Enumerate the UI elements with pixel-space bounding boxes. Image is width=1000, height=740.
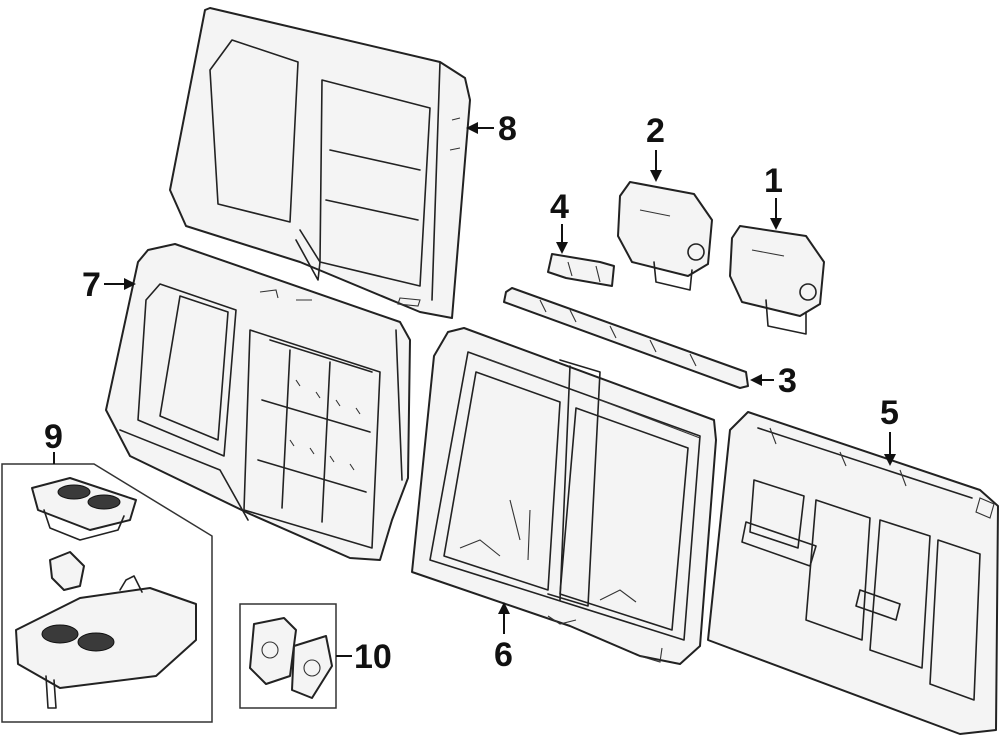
callout-9: 9 — [44, 418, 63, 464]
seat-back-frame — [105, 243, 411, 561]
callout-6-label: 6 — [494, 636, 513, 674]
cupholder-group — [1, 463, 213, 723]
callout-10: 10 — [336, 638, 392, 676]
callout-2: 2 — [646, 112, 665, 182]
headrest-center — [617, 181, 713, 291]
callout-9-label: 9 — [44, 418, 63, 456]
headrest-bracket — [503, 287, 749, 389]
callout-3-label: 3 — [778, 362, 797, 400]
seat-back-cover — [169, 7, 471, 319]
callout-8: 8 — [466, 110, 517, 148]
seat-back-metal-frame — [411, 327, 717, 665]
callout-5-label: 5 — [880, 394, 899, 432]
callout-10-label: 10 — [354, 638, 392, 676]
callout-2-label: 2 — [646, 112, 665, 150]
callout-7-label: 7 — [82, 266, 101, 304]
callout-6: 6 — [494, 602, 513, 674]
callout-8-label: 8 — [498, 110, 517, 148]
callout-7: 7 — [82, 266, 136, 304]
callout-1: 1 — [764, 162, 783, 230]
callout-4-label: 4 — [550, 188, 569, 226]
headrest-side — [729, 225, 825, 335]
headrest-guide — [547, 253, 615, 287]
callout-3: 3 — [750, 362, 797, 400]
rear-panel — [707, 411, 999, 735]
bracket-group — [239, 603, 337, 709]
callout-4: 4 — [550, 188, 569, 254]
callout-1-label: 1 — [764, 162, 783, 200]
callout-5: 5 — [880, 394, 899, 466]
